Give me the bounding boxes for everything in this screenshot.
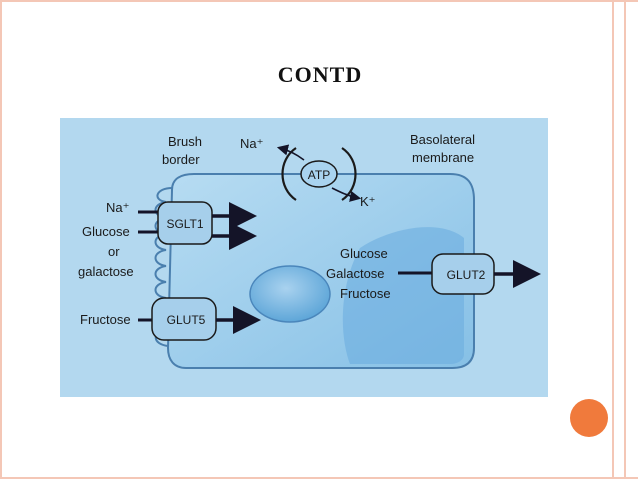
pump-k-label: K⁺: [360, 194, 376, 209]
slide-border-right-outer: [624, 0, 626, 479]
slide-title: CONTD: [277, 62, 363, 87]
glut5-substrate-label: Fructose: [80, 312, 131, 327]
atp-pump: [300, 160, 338, 188]
sglt1-substrate-line1: Glucose: [82, 224, 130, 239]
sglt1-substrate-line2: or: [108, 244, 120, 259]
glut2-label: GLUT2: [447, 268, 486, 282]
decorative-orange-circle: [570, 399, 608, 437]
basolateral-label-line2: membrane: [412, 150, 474, 165]
pump-right-arc: [341, 147, 357, 201]
nucleus: [249, 265, 331, 323]
slide-border-right-inner: [612, 0, 614, 479]
basolateral-label-line1: Basolateral: [410, 132, 475, 147]
transport-diagram: Brush border Basolateral membrane ATP Na…: [60, 118, 548, 397]
slide-border-left: [0, 0, 2, 479]
brush-border-label-line2: border: [162, 152, 200, 167]
na-efflux-arrow: [276, 144, 305, 161]
sglt1-substrate-line3: galactose: [78, 264, 134, 279]
brush-border-label-line1: Brush: [168, 134, 202, 149]
k-influx-arrow: [331, 187, 362, 202]
sglt1-transporter: [157, 201, 213, 245]
slide-border-bottom: [0, 477, 638, 479]
glut2-substrate-line1: Glucose: [340, 246, 388, 261]
glut5-label: GLUT5: [167, 313, 206, 327]
glut2-substrate-line3: Fructose: [340, 286, 391, 301]
sglt1-label: SGLT1: [166, 217, 203, 231]
atp-label: ATP: [308, 168, 330, 182]
pump-na-label: Na⁺: [240, 136, 263, 151]
sglt1-na-label: Na⁺: [106, 200, 129, 215]
glut2-substrate-line2: Galactose: [326, 266, 385, 281]
slide-border-top: [0, 0, 638, 2]
